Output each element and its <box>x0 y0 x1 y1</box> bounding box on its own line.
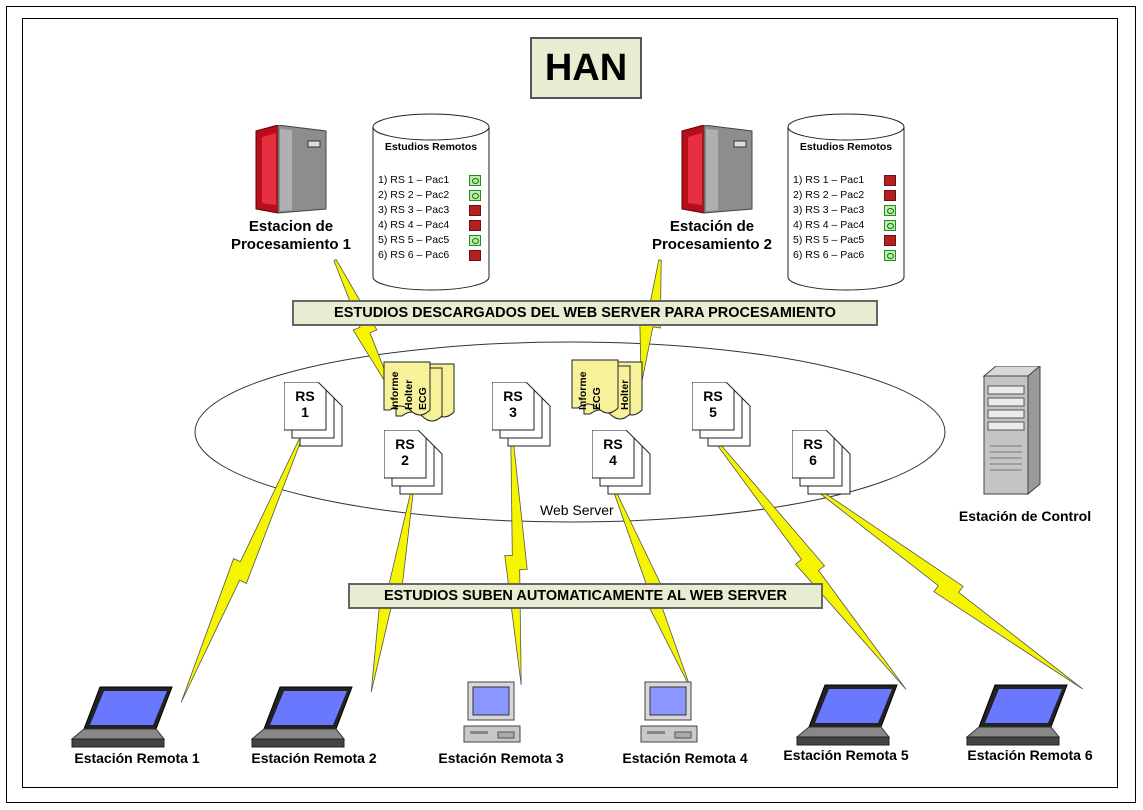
status-indicator <box>469 235 481 246</box>
database-title: Estudios Remotos <box>799 141 893 153</box>
status-indicator <box>469 190 481 201</box>
web-server-ellipse <box>194 341 946 523</box>
status-indicator <box>469 220 481 231</box>
study-status-item: 4) RS 4 – Pac4 <box>378 218 481 233</box>
processing-server-icon <box>681 125 753 214</box>
laptop-icon <box>793 683 903 758</box>
status-indicator <box>884 205 896 216</box>
remote-station-5-label: Estación Remota 5 <box>783 747 909 763</box>
remote-studies-database-1: Estudios Remotos 1) RS 1 – Pac1 2) RS 2 … <box>372 113 490 291</box>
diagram-frame <box>22 18 1118 788</box>
status-indicator <box>884 235 896 246</box>
status-indicator <box>469 205 481 216</box>
study-status-item: 3) RS 3 – Pac3 <box>793 203 896 218</box>
web-server-label: Web Server <box>540 502 614 518</box>
status-indicator <box>884 220 896 231</box>
page-title: HAN <box>530 37 642 99</box>
database-title: Estudios Remotos <box>384 141 478 153</box>
status-indicator <box>884 175 896 186</box>
study-status-item: 6) RS 6 – Pac6 <box>378 248 481 263</box>
control-server-icon <box>982 366 1041 496</box>
study-status-item: 1) RS 1 – Pac1 <box>378 173 481 188</box>
upload-link-5 <box>713 438 907 690</box>
laptop-icon <box>248 685 358 760</box>
status-indicator <box>884 250 896 261</box>
remote-station-1-label: Estación Remota 1 <box>74 750 200 766</box>
report-label: ECG <box>417 387 429 410</box>
remote-station-2-label: Estación Remota 2 <box>251 750 377 766</box>
desktop-computer-icon <box>458 680 528 755</box>
upload-link-6 <box>813 486 1083 690</box>
laptop-icon <box>68 685 178 760</box>
study-status-item: 2) RS 2 – Pac2 <box>793 188 896 203</box>
report-document-2: Informe ECG Holter <box>568 358 648 420</box>
control-station-label: Estación de Control <box>958 508 1092 524</box>
status-indicator <box>884 190 896 201</box>
report-label: Holter <box>619 379 631 410</box>
study-status-item: 3) RS 3 – Pac3 <box>378 203 481 218</box>
outer-frame <box>6 6 1136 803</box>
status-indicator <box>469 175 481 186</box>
status-indicator <box>469 250 481 261</box>
upload-link-3 <box>504 439 528 686</box>
desktop-computer-icon <box>635 680 705 755</box>
study-status-item: 5) RS 5 – Pac5 <box>793 233 896 248</box>
remote-station-6-label: Estación Remota 6 <box>967 747 1093 763</box>
study-status-item: 5) RS 5 – Pac5 <box>378 233 481 248</box>
upload-banner: ESTUDIOS SUBEN AUTOMATICAMENTE AL WEB SE… <box>348 583 823 609</box>
report-label: Informe <box>389 371 401 410</box>
laptop-icon <box>963 683 1073 758</box>
study-status-item: 1) RS 1 – Pac1 <box>793 173 896 188</box>
report-document-1: Informe Holter ECG <box>380 360 460 422</box>
remote-station-3-label: Estación Remota 3 <box>438 750 564 766</box>
download-banner: ESTUDIOS DESCARGADOS DEL WEB SERVER PARA… <box>292 300 878 326</box>
report-label: ECG <box>591 387 603 410</box>
download-link-1 <box>333 258 397 400</box>
remote-station-4-label: Estación Remota 4 <box>622 750 748 766</box>
upload-link-1 <box>180 438 302 703</box>
study-status-list: 1) RS 1 – Pac1 2) RS 2 – Pac2 3) RS 3 – … <box>378 173 481 263</box>
study-status-list: 1) RS 1 – Pac1 2) RS 2 – Pac2 3) RS 3 – … <box>793 173 896 263</box>
report-label: Informe <box>577 371 589 410</box>
study-status-item: 6) RS 6 – Pac6 <box>793 248 896 263</box>
study-status-item: 2) RS 2 – Pac2 <box>378 188 481 203</box>
processing-server-icon <box>255 125 327 214</box>
study-status-item: 4) RS 4 – Pac4 <box>793 218 896 233</box>
report-label: Holter <box>403 379 415 410</box>
remote-studies-database-2: Estudios Remotos 1) RS 1 – Pac1 2) RS 2 … <box>787 113 905 291</box>
